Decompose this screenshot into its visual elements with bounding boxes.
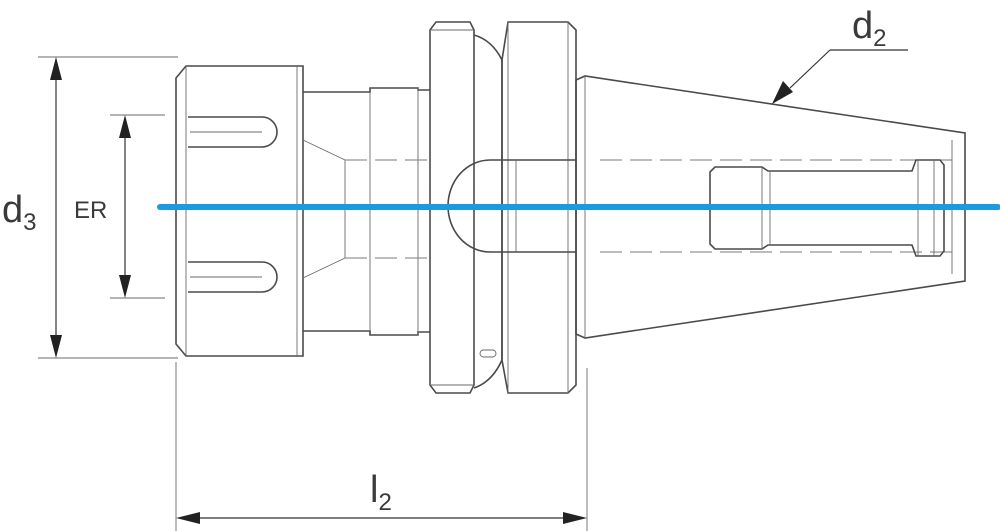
holder-body: [302, 87, 430, 336]
dimension-l2: [175, 362, 588, 531]
leader-d2: [772, 49, 908, 104]
dimension-er: [110, 114, 165, 299]
er-label: ER: [74, 197, 107, 224]
d3-label: d3: [2, 189, 37, 236]
collet-nut: [175, 65, 304, 357]
l2-label: l2: [370, 469, 392, 516]
taper-shank: [575, 75, 966, 339]
dimension-d3: [38, 56, 178, 359]
d2-label: d2: [852, 5, 887, 52]
